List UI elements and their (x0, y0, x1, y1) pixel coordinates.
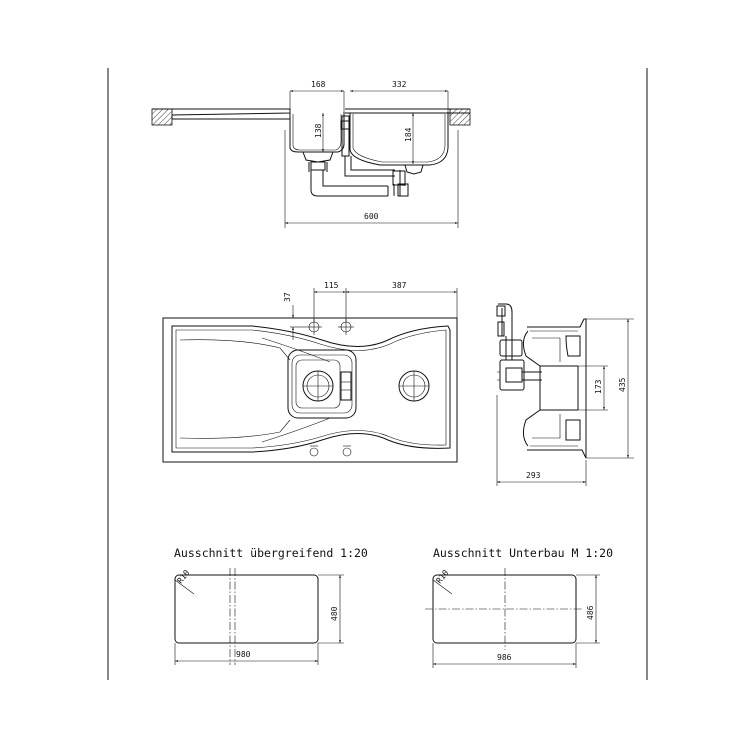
worktop-right-hatch (449, 108, 471, 126)
tap-hole-bottom-1 (309, 447, 319, 457)
dim-left-bowl-depth: 138 (314, 123, 323, 138)
cutout-overmount-radius: R10 (175, 568, 191, 585)
end-bowl-profile (522, 330, 541, 447)
dim-right-bowl-width: 332 (392, 80, 407, 89)
left-bowl-profile (289, 112, 345, 153)
overflow-column (341, 115, 350, 157)
dim-depth-total: 435 (618, 377, 627, 392)
dim-waste-to-edge: 387 (392, 281, 407, 290)
cutout-overmount-outline (174, 574, 319, 644)
right-waste-fitting (404, 164, 424, 175)
dim-depth-inner: 173 (594, 379, 603, 394)
cutout-overmount: Ausschnitt übergreifend 1:20 R10 480 980 (174, 546, 368, 665)
trap-piping (310, 156, 406, 197)
dim-overall-width: 600 (364, 212, 379, 221)
cutout-overmount-title: Ausschnitt übergreifend 1:20 (174, 546, 368, 560)
tap-hole-bottom-2 (342, 447, 352, 457)
drainer-outer-contour (171, 325, 451, 453)
cutout-undermount-radius: R10 (434, 568, 450, 585)
dim-end-width: 293 (526, 471, 541, 480)
cutout-undermount-width: 986 (497, 653, 512, 662)
cutout-overmount-depth: 480 (330, 606, 339, 621)
sink-top-profile (152, 108, 470, 120)
overflow-plate (340, 371, 352, 401)
top-view: 115 387 37 (162, 281, 458, 463)
worktop-left-hatch (151, 108, 173, 126)
side-section-view: 168 332 138 184 600 (151, 80, 471, 228)
dim-right-bowl-depth: 184 (404, 127, 413, 142)
end-section-view: 435 173 293 (496, 303, 634, 486)
dim-left-bowl-width: 168 (311, 80, 326, 89)
left-bowl-plan (287, 349, 357, 419)
end-rim-profile (527, 318, 587, 459)
cutout-undermount: Ausschnitt Unterbau M 1:20 R10 486 986 (425, 546, 613, 668)
cutout-overmount-width: 980 (236, 650, 251, 659)
drainer-grooves (179, 339, 291, 439)
cutout-undermount-title: Ausschnitt Unterbau M 1:20 (433, 546, 613, 560)
dim-waste-spacing: 115 (324, 281, 339, 290)
dim-edge-offset: 37 (283, 292, 292, 302)
cutout-undermount-depth: 486 (586, 605, 595, 620)
